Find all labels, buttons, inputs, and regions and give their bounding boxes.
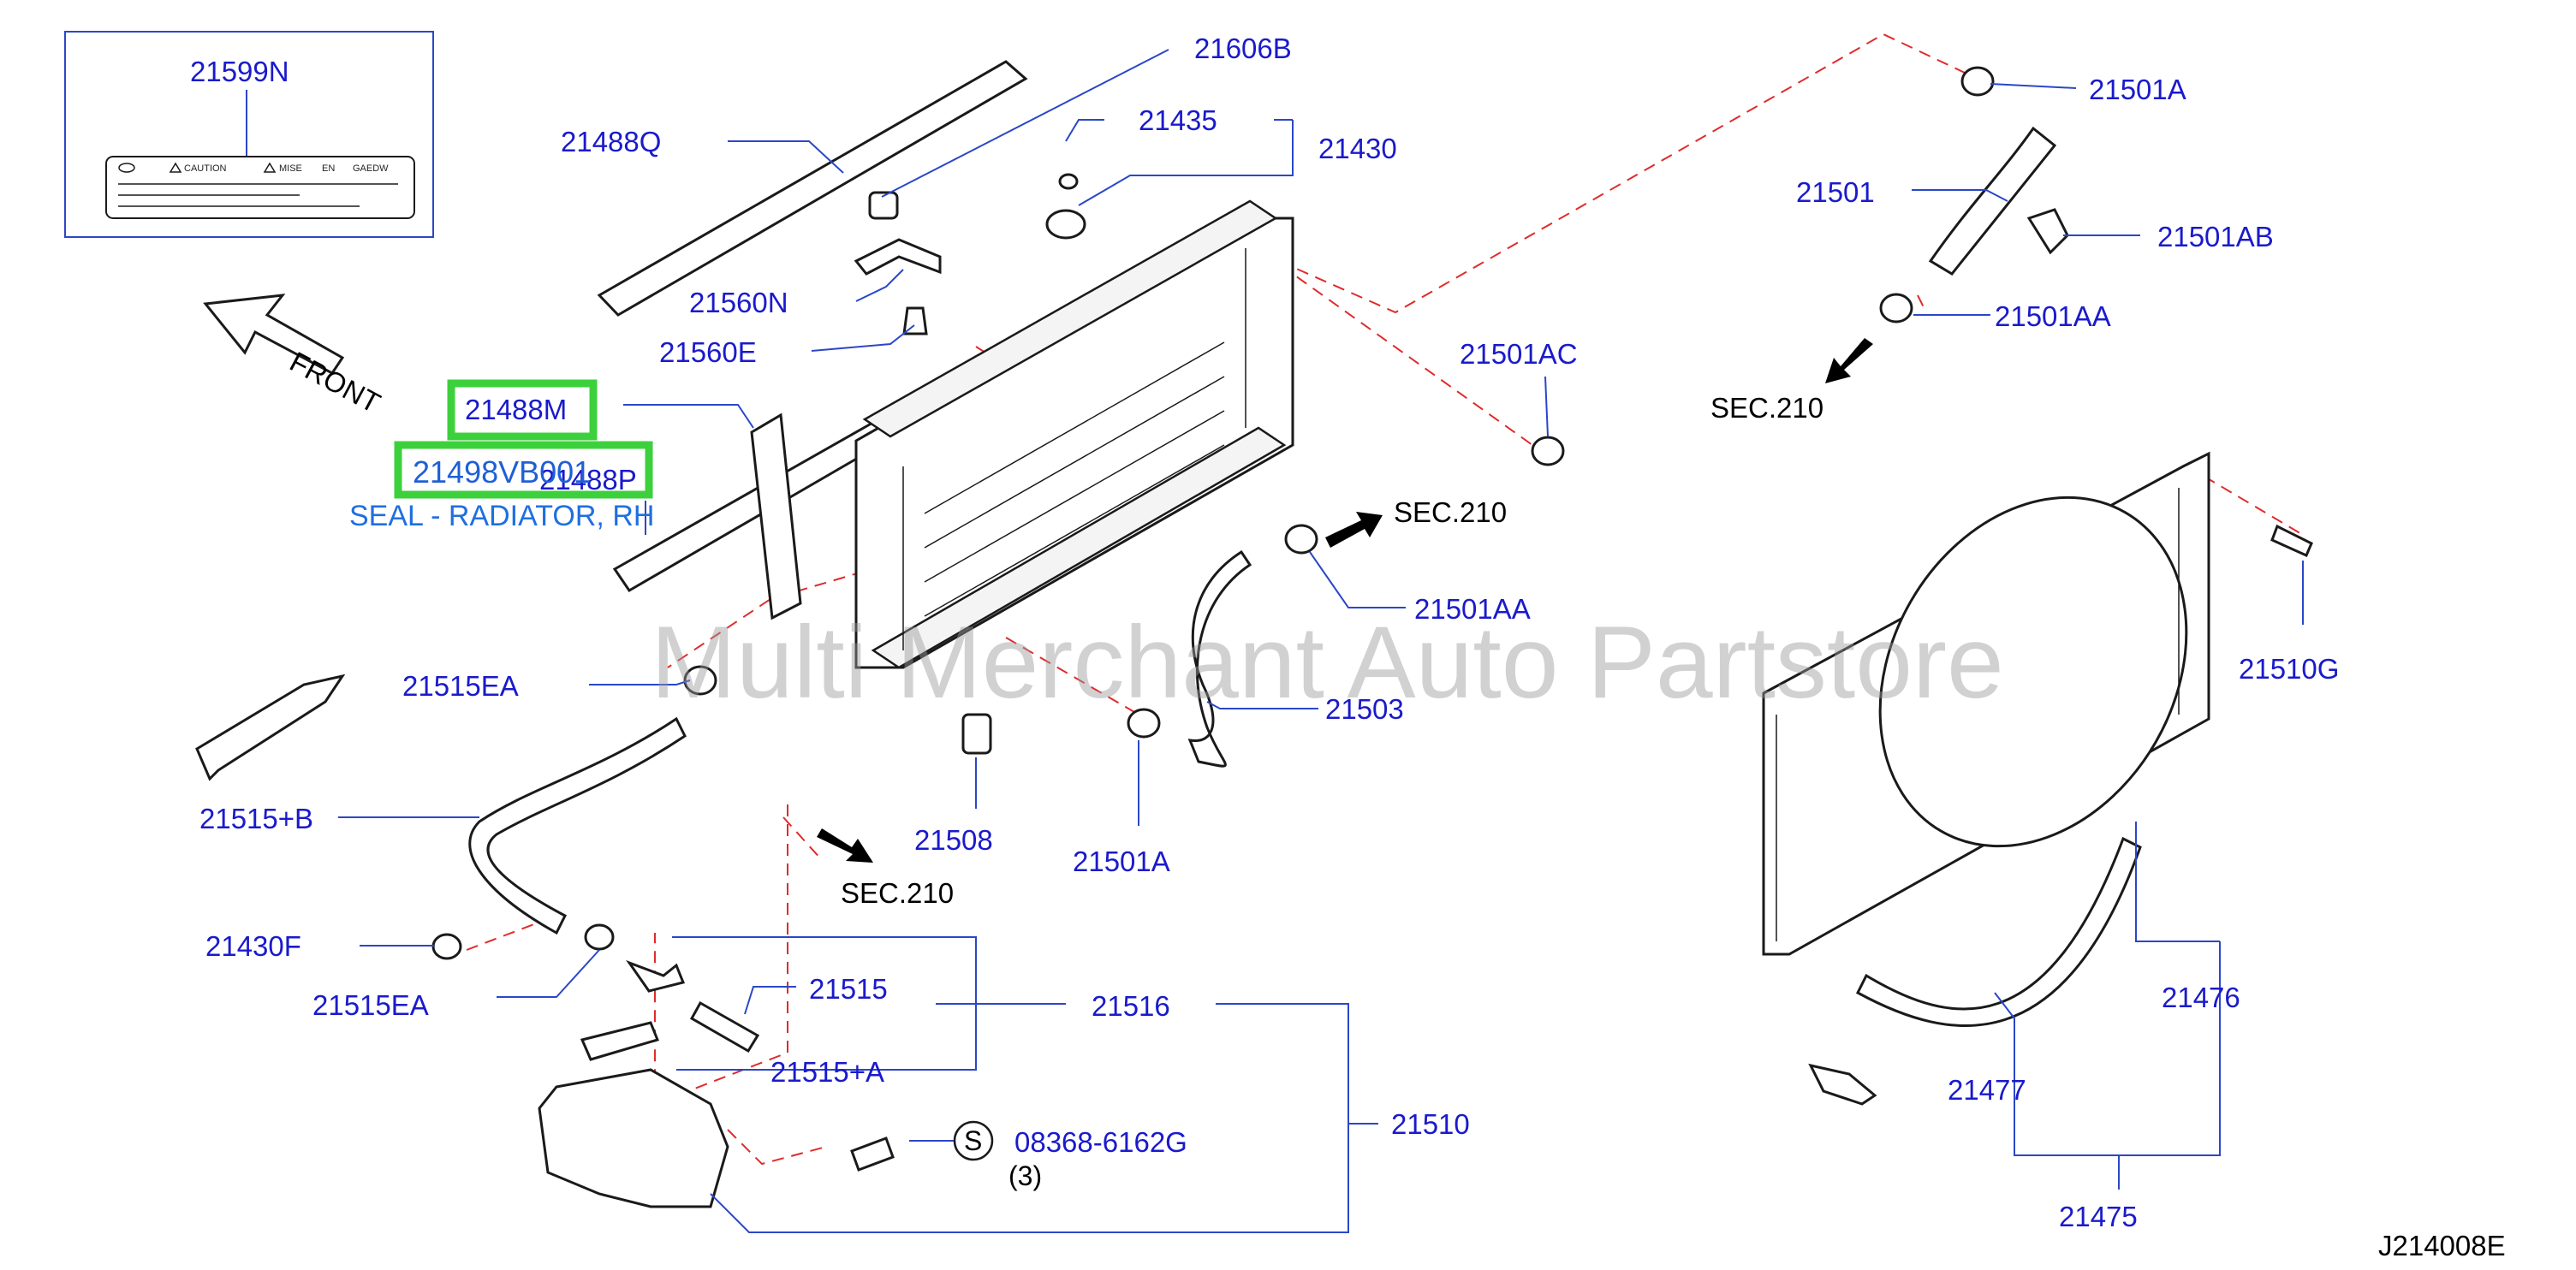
drain-plug-21508 (961, 713, 992, 755)
fan-shroud-21476 (1762, 451, 2210, 956)
hose-21501 (1928, 126, 2057, 276)
part-label-21501A-bottom[interactable]: 21501A (1073, 846, 1170, 877)
en-text: EN (322, 163, 335, 174)
diagram-code: J214008E (2378, 1230, 2506, 1261)
hose-21515A (580, 1021, 660, 1061)
highlight-box-overlay (394, 441, 653, 499)
part-label-21501AC[interactable]: 21501AC (1460, 338, 1578, 370)
part-label-21503[interactable]: 21503 (1325, 693, 1404, 725)
sec-ref-right[interactable]: SEC.210 (1710, 392, 1823, 424)
part-label-21510[interactable]: 21510 (1391, 1108, 1470, 1140)
clamp-21501AA-mid (1284, 524, 1318, 555)
part-label-21435[interactable]: 21435 (1139, 104, 1217, 136)
service-marker-text: S (964, 1125, 982, 1156)
shroud-lower-21477 (1856, 836, 2142, 1027)
caution-label-inset: 21599N CAUTION MISE EN GAEDW (64, 31, 434, 238)
radiator-core (854, 199, 1294, 669)
part-label-21501AA-mid[interactable]: 21501AA (1414, 593, 1531, 625)
bolt-21510G (2270, 524, 2313, 557)
part-label-21501AB[interactable]: 21501AB (2157, 221, 2274, 252)
part-label-21599N[interactable]: 21599N (190, 56, 289, 87)
front-direction-arrow: FRONT (203, 294, 385, 419)
part-label-21510G[interactable]: 21510G (2239, 653, 2339, 685)
oring-21435 (1058, 173, 1079, 190)
part-label-21606B[interactable]: 21606B (1194, 33, 1292, 64)
part-label-21516[interactable]: 21516 (1092, 990, 1170, 1022)
hose-21503 (1187, 549, 1252, 768)
highlighted-part-label[interactable]: 21488M (465, 394, 567, 425)
hose-21515 (689, 1000, 760, 1053)
bolt-08368-6162G (850, 1136, 895, 1172)
seal-21488Q (597, 60, 1028, 317)
part-label-21430[interactable]: 21430 (1318, 133, 1397, 164)
part-label-21560N[interactable]: 21560N (689, 287, 788, 318)
grommet-21560E (902, 306, 928, 335)
part-label-21515A[interactable]: 21515+A (770, 1056, 884, 1088)
arrow-down-left-icon (1825, 338, 1873, 383)
watermark: Multi Merchant Auto Partstore (651, 605, 2004, 720)
warning-triangle-icon (169, 162, 182, 173)
part-label-21501AA-top[interactable]: 21501AA (1995, 300, 2111, 332)
clamp-21501A-top (1960, 66, 1995, 97)
sec-ref-lower[interactable]: SEC.210 (841, 877, 954, 909)
part-label-21515EA-bottom[interactable]: 21515EA (312, 989, 429, 1021)
reservoir-21510 (538, 1068, 729, 1208)
sec-ref-upper[interactable]: SEC.210 (1394, 496, 1507, 528)
gaedw-text: GAEDW (353, 163, 389, 174)
arrow-right-icon (1325, 512, 1383, 548)
leader-lines (338, 49, 2304, 1233)
part-label-21515[interactable]: 21515 (809, 973, 888, 1005)
nut-21606B (868, 191, 899, 220)
clamp-21515EA-top (683, 665, 717, 696)
overlay-part-description: SEAL - RADIATOR, RH (349, 500, 654, 532)
arrow-down-right-icon (817, 828, 873, 863)
clamp-21515EA-bottom (584, 923, 615, 951)
bracket-21560N (854, 238, 942, 276)
overlay-part-number[interactable]: 21498VB001 (413, 454, 591, 490)
mise-text: MISE (279, 163, 302, 174)
clamp-21501AC (1531, 436, 1565, 466)
hose-21515B (468, 716, 687, 935)
clip-21475 (1808, 1063, 1877, 1106)
part-label-21515B[interactable]: 21515+B (199, 803, 313, 834)
part-label-21488P[interactable]: 21488P (539, 464, 637, 496)
quantity-label: (3) (1008, 1160, 1042, 1191)
part-label-21430F[interactable]: 21430F (205, 930, 301, 962)
clamp-21501A-bottom (1127, 708, 1161, 739)
clamp-21501AA-top (1879, 293, 1913, 323)
clamp-21430F (431, 933, 462, 960)
clip-21501AB (2026, 208, 2069, 255)
part-label-21501[interactable]: 21501 (1796, 176, 1875, 208)
part-label-21475[interactable]: 21475 (2059, 1201, 2138, 1232)
warning-triangle-icon (263, 162, 277, 173)
part-label-21515EA-top[interactable]: 21515EA (402, 670, 519, 702)
part-label-21488Q[interactable]: 21488Q (561, 126, 661, 157)
part-labels: 21606B 21435 21430 21488Q 21560N 21560E … (199, 33, 2339, 1232)
caution-text: CAUTION (184, 163, 227, 174)
fitting (626, 959, 686, 993)
part-label-21508[interactable]: 21508 (914, 824, 993, 856)
seal-21488M (750, 412, 802, 620)
part-label-21560E[interactable]: 21560E (659, 336, 757, 368)
part-label-21476[interactable]: 21476 (2162, 982, 2240, 1013)
part-label-21477[interactable]: 21477 (1948, 1074, 2026, 1106)
radiator-cap-21430 (1045, 209, 1086, 240)
highlight-box-selected (447, 379, 598, 441)
part-label-08368-6162G[interactable]: 08368-6162G (1014, 1126, 1187, 1158)
service-marker-icon (953, 1120, 994, 1161)
part-label-21501A-top[interactable]: 21501A (2089, 74, 2186, 105)
bracket-plate (195, 674, 346, 781)
